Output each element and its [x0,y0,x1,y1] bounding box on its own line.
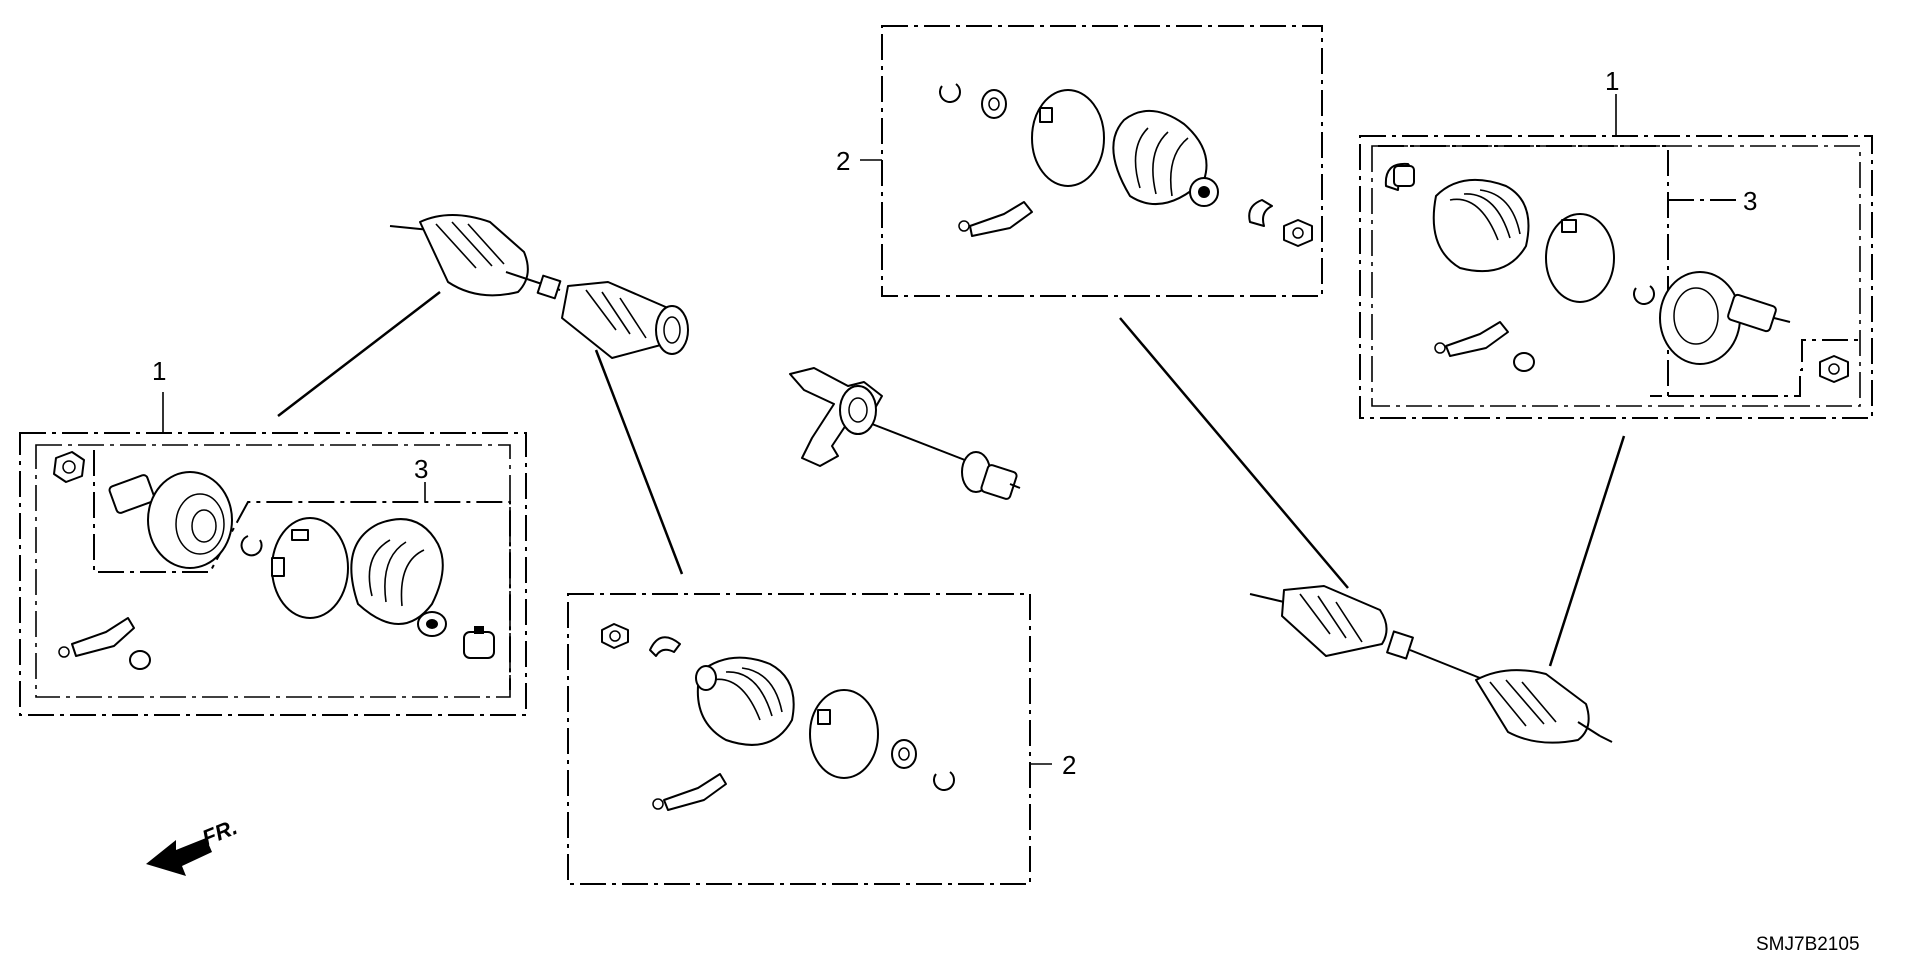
boot-band-part [809,689,879,779]
leader-lines [277,291,1626,667]
spacer-ring-part [891,739,917,769]
spacer-ring-part [981,89,1007,119]
outer-cv-joint-part [108,471,233,569]
bottom-kit-callout: 2 [1062,750,1076,780]
circlip-part [1633,285,1655,305]
small-band-part [1248,199,1273,227]
top-boot-kit: 2 [836,25,1323,297]
left-driveshaft-assembly [389,214,689,359]
left-inner-callout: 3 [414,454,428,484]
cv-boot-part [1112,109,1219,207]
top-kit-callout: 2 [836,146,850,176]
cv-boot-part [1432,179,1530,273]
small-band-part [649,636,681,657]
right-inner-callout: 3 [1743,186,1757,216]
nut-part [1819,355,1849,383]
diagram-code: SMJ7B2105 [1756,934,1860,955]
left-outboard-joint-kit: 1 3 [19,356,527,716]
small-clip-part [1513,352,1535,372]
right-driveshaft-assembly [1249,585,1613,744]
small-band-part [463,626,495,659]
boot-band-part [1031,89,1105,187]
cv-boot-part [350,518,447,637]
right-outboard-joint-kit: 1 3 [1359,66,1873,419]
cv-boot-part [695,656,795,746]
circlip-part [939,83,961,103]
left-kit-callout: 1 [152,356,166,386]
grease-tube-part [58,617,135,658]
nut-part [601,623,629,649]
boot-band-part [1545,213,1615,303]
grease-tube-part [652,773,727,811]
circlip-part [240,535,263,557]
small-band-part [1384,162,1415,191]
bottom-boot-kit: 2 [567,593,1076,885]
arrow-left-icon [146,838,212,876]
intermediate-shaft-part [789,367,1021,500]
boot-band-part [271,517,349,619]
small-clip-part [129,650,151,670]
grease-tube-part [958,201,1033,237]
nut-part [1283,219,1313,247]
right-kit-callout: 1 [1605,66,1619,96]
nut-part [53,451,85,483]
outer-cv-joint-part [1659,271,1791,365]
front-direction-label: FR. [199,814,241,850]
right-subassembly-bracket [1378,145,1669,397]
front-direction-arrow: FR. [146,814,241,876]
grease-tube-part [1434,321,1509,357]
circlip-part [933,771,955,791]
